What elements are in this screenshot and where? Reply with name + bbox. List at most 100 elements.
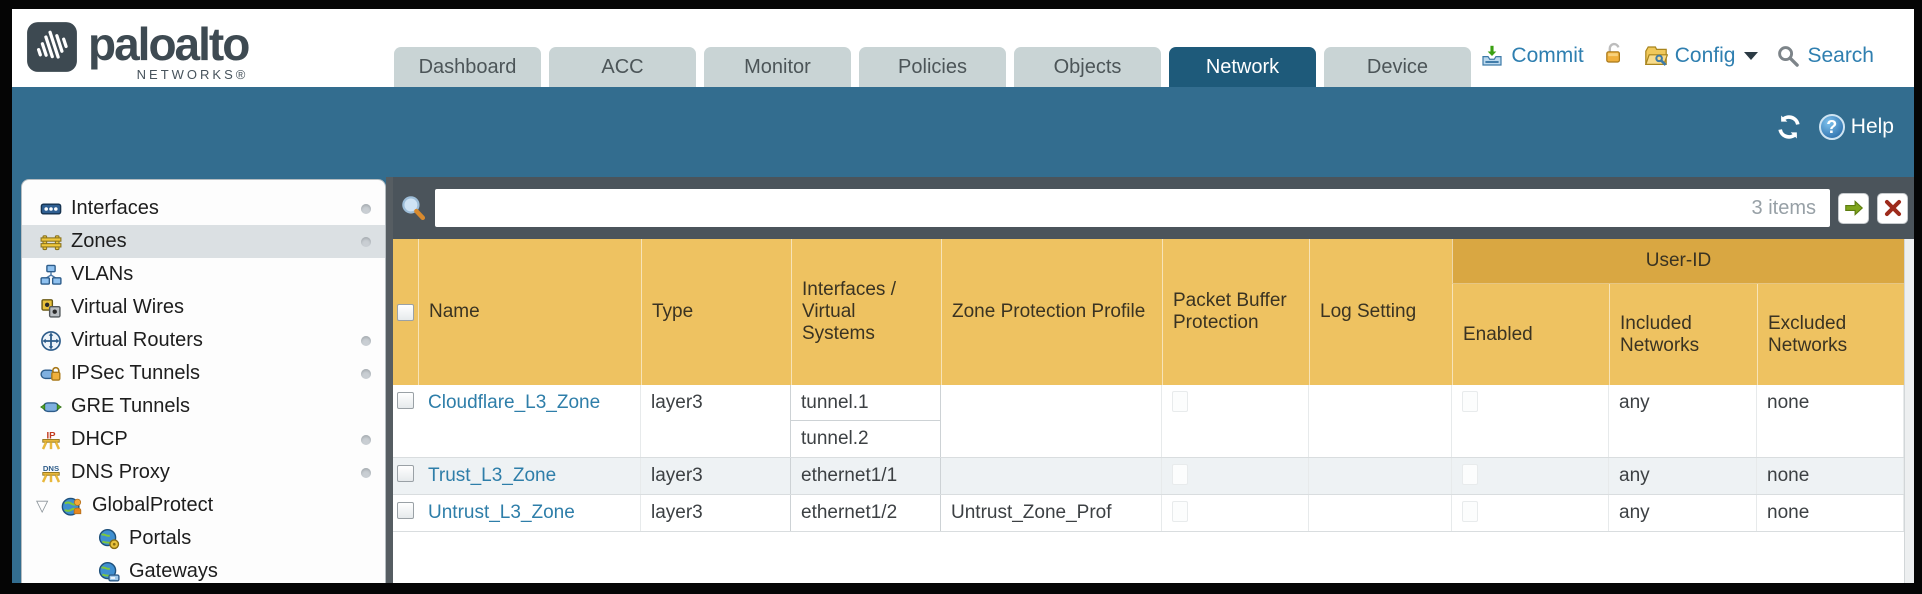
user-id-enabled-checkbox[interactable] bbox=[1462, 501, 1478, 522]
expander-icon[interactable]: ▽ bbox=[36, 497, 49, 515]
lock-button[interactable] bbox=[1602, 41, 1626, 71]
tab-dashboard[interactable]: Dashboard bbox=[394, 47, 541, 87]
chevron-down-icon bbox=[1744, 52, 1759, 60]
sidebar-item-gateways[interactable]: Gateways bbox=[22, 555, 385, 583]
packet-buffer-checkbox[interactable] bbox=[1172, 501, 1188, 522]
sidebar-item-gre-tunnels[interactable]: GRE Tunnels bbox=[22, 390, 385, 423]
svg-text:DNS: DNS bbox=[43, 463, 59, 472]
refresh-icon[interactable] bbox=[1775, 113, 1803, 141]
main-content: 3 items Name bbox=[393, 177, 1914, 583]
zone-name-link[interactable]: Cloudflare_L3_Zone bbox=[428, 392, 601, 413]
sidebar-item-label: DNS Proxy bbox=[71, 461, 170, 483]
paloalto-logo: paloalto NETWORKS® bbox=[26, 18, 250, 81]
unlocked-padlock-icon bbox=[1605, 42, 1620, 63]
sidebar-item-label: Zones bbox=[71, 230, 127, 252]
sidebar-item-vlans[interactable]: VLANs bbox=[22, 258, 385, 291]
clear-filter-button[interactable] bbox=[1877, 192, 1908, 224]
filter-bar: 3 items bbox=[393, 177, 1914, 239]
dns-proxy-icon: DNS bbox=[40, 462, 62, 484]
help-icon: ? bbox=[1818, 114, 1845, 140]
tab-objects[interactable]: Objects bbox=[1014, 47, 1161, 87]
help-button[interactable]: ? Help bbox=[1818, 114, 1894, 140]
status-dot bbox=[361, 203, 371, 214]
user-id-enabled-checkbox[interactable] bbox=[1462, 464, 1478, 485]
column-header-type[interactable]: Type bbox=[641, 239, 791, 385]
zone-name-link[interactable]: Trust_L3_Zone bbox=[428, 465, 557, 486]
column-header-log-setting[interactable]: Log Setting bbox=[1309, 239, 1452, 385]
status-dot bbox=[361, 467, 371, 478]
sidebar-item-dns-proxy[interactable]: DNS DNS Proxy bbox=[22, 456, 385, 489]
user-id-enabled-cell bbox=[1452, 385, 1609, 457]
column-header-name[interactable]: Name bbox=[418, 239, 641, 385]
tab-device[interactable]: Device bbox=[1324, 47, 1471, 87]
apply-filter-button[interactable] bbox=[1838, 192, 1869, 224]
row-checkbox-cell bbox=[393, 458, 418, 494]
gateways-icon bbox=[98, 561, 120, 583]
globalprotect-icon bbox=[61, 495, 83, 517]
row-checkbox[interactable] bbox=[397, 502, 414, 519]
column-header-interfaces[interactable]: Interfaces / Virtual Systems bbox=[791, 239, 941, 385]
interfaces-cell: tunnel.1 tunnel.2 bbox=[790, 385, 941, 457]
zone-protection-cell bbox=[941, 458, 1162, 494]
brand-name: paloalto bbox=[88, 18, 250, 70]
column-header-zone-protection[interactable]: Zone Protection Profile bbox=[941, 239, 1162, 385]
table-header: Name Type Interfaces / Virtual Systems Z… bbox=[393, 239, 1904, 385]
packet-buffer-cell bbox=[1162, 385, 1309, 457]
filter-input[interactable] bbox=[449, 197, 1752, 219]
sidebar-item-interfaces[interactable]: Interfaces bbox=[22, 192, 385, 225]
packet-buffer-cell bbox=[1162, 495, 1309, 531]
scrollbar-track[interactable] bbox=[1904, 239, 1914, 583]
sidebar-item-zones[interactable]: Zones bbox=[22, 225, 385, 258]
sidebar-item-virtual-routers[interactable]: Virtual Routers bbox=[22, 324, 385, 357]
column-header-excluded-networks[interactable]: Excluded Networks bbox=[1757, 284, 1904, 385]
interface-item[interactable]: ethernet1/2 bbox=[801, 502, 898, 523]
interface-item[interactable]: ethernet1/1 bbox=[801, 465, 898, 486]
excluded-networks-cell: none bbox=[1757, 458, 1904, 494]
tab-network[interactable]: Network bbox=[1169, 47, 1316, 87]
status-dot bbox=[361, 236, 371, 247]
interfaces-icon bbox=[40, 198, 62, 220]
sidebar-divider[interactable] bbox=[386, 177, 393, 583]
included-networks-cell: any bbox=[1609, 458, 1757, 494]
tab-acc[interactable]: ACC bbox=[549, 47, 696, 87]
global-search-button[interactable]: Search bbox=[1776, 44, 1874, 68]
zone-name-link[interactable]: Untrust_L3_Zone bbox=[428, 502, 575, 523]
packet-buffer-checkbox[interactable] bbox=[1172, 391, 1188, 412]
interface-item[interactable]: tunnel.2 bbox=[801, 428, 869, 449]
sidebar-item-ipsec-tunnels[interactable]: IPSec Tunnels bbox=[22, 357, 385, 390]
interfaces-cell: ethernet1/1 bbox=[790, 458, 941, 494]
sidebar-item-globalprotect[interactable]: ▽ GlobalProtect bbox=[22, 489, 385, 522]
select-all-checkbox[interactable] bbox=[397, 303, 414, 321]
sidebar-item-label: Portals bbox=[129, 527, 192, 549]
packet-buffer-checkbox[interactable] bbox=[1172, 464, 1188, 485]
sidebar-item-label: Virtual Routers bbox=[71, 329, 203, 351]
teal-gutter bbox=[12, 177, 21, 583]
row-checkbox[interactable] bbox=[397, 392, 414, 409]
tab-monitor[interactable]: Monitor bbox=[704, 47, 851, 87]
tab-policies[interactable]: Policies bbox=[859, 47, 1006, 87]
commit-button[interactable]: Commit bbox=[1480, 44, 1584, 68]
zones-table: Name Type Interfaces / Virtual Systems Z… bbox=[393, 239, 1904, 583]
sidebar-item-label: GlobalProtect bbox=[92, 494, 214, 516]
zone-protection-cell: Untrust_Zone_Prof bbox=[941, 495, 1162, 531]
zone-name-cell: Cloudflare_L3_Zone bbox=[418, 385, 641, 457]
user-id-enabled-checkbox[interactable] bbox=[1462, 391, 1478, 412]
dhcp-icon: IP bbox=[40, 429, 62, 451]
column-header-packet-buffer[interactable]: Packet Buffer Protection bbox=[1162, 239, 1309, 385]
column-header-enabled[interactable]: Enabled bbox=[1452, 284, 1609, 385]
sidebar-item-label: Virtual Wires bbox=[71, 296, 184, 318]
interface-item[interactable]: tunnel.1 bbox=[791, 385, 940, 421]
column-header-included-networks[interactable]: Included Networks bbox=[1609, 284, 1757, 385]
included-networks-cell: any bbox=[1609, 495, 1757, 531]
row-checkbox[interactable] bbox=[397, 465, 414, 482]
sidebar-item-virtual-wires[interactable]: Virtual Wires bbox=[22, 291, 385, 324]
sidebar-item-portals[interactable]: Portals bbox=[22, 522, 385, 555]
config-menu[interactable]: Config bbox=[1644, 44, 1759, 68]
